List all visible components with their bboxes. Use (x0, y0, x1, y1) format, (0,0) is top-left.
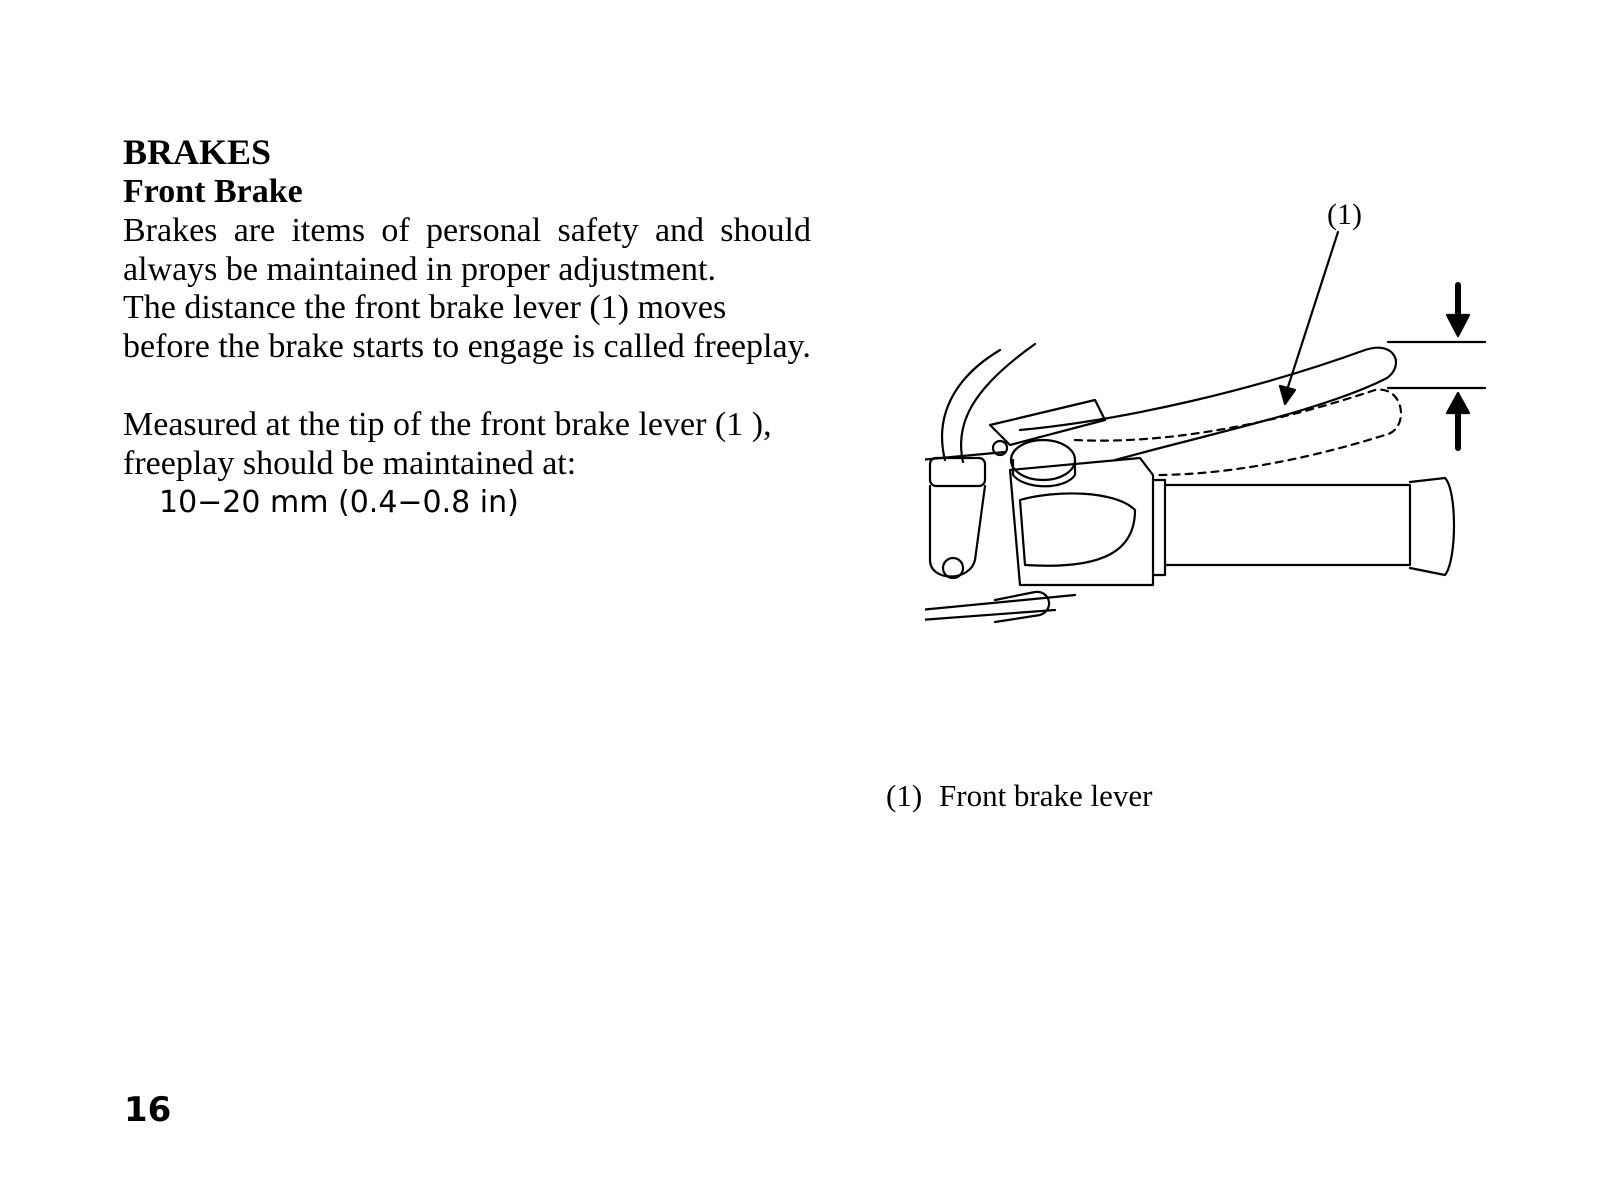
paragraph-gap (123, 366, 811, 406)
handlebar-line (925, 608, 1057, 621)
lever-bracket (988, 398, 1107, 447)
handlebar-bottom (925, 593, 1077, 611)
switch-cable (993, 590, 1051, 624)
paragraph-measurement: Measured at the tip of the front brake l… (123, 406, 772, 482)
caption-text: Front brake lever (939, 778, 1153, 813)
paragraph-safety: Brakes are items of personal safety and … (123, 212, 811, 288)
figure-caption: (1) Front brake lever (886, 778, 1152, 814)
section-subtitle: Front Brake (123, 173, 303, 210)
clamp-bolt (941, 556, 965, 580)
text-column: BRAKES Front Brake Brakes are items of p… (123, 132, 811, 523)
handle-grip (1163, 483, 1412, 567)
grip-flange (1151, 478, 1167, 577)
reservoir-cap (1009, 438, 1077, 482)
callout-label: (1) (1327, 198, 1362, 231)
clamp-collar (928, 456, 987, 488)
brake-hose-edge (959, 342, 1037, 464)
leader-line (1285, 230, 1340, 392)
brake-hose (941, 348, 1002, 462)
paragraph-freeplay-definition: The distance the front brake lever (1) m… (123, 289, 811, 365)
pivot-bolt (991, 439, 1009, 457)
freeplay-arrow-down-head (1445, 313, 1471, 338)
reservoir-cap-side (1011, 458, 1077, 488)
caption-number: (1) (886, 778, 923, 813)
page-number: 16 (124, 1090, 172, 1130)
freeplay-spec: 10−20 mm (0.4−0.8 in) (159, 485, 519, 520)
reservoir-window (1018, 492, 1137, 567)
brake-lever-pulled-outline (1073, 388, 1403, 477)
freeplay-arrow-up-head (1445, 391, 1471, 415)
grip-end (1408, 476, 1456, 577)
clamp-body (928, 484, 987, 578)
leader-arrowhead (1278, 384, 1297, 406)
section-title: BRAKES (123, 132, 272, 172)
brake-lever-drawing: (1) (925, 198, 1487, 624)
brake-lever-illustration: (1) (925, 190, 1540, 650)
